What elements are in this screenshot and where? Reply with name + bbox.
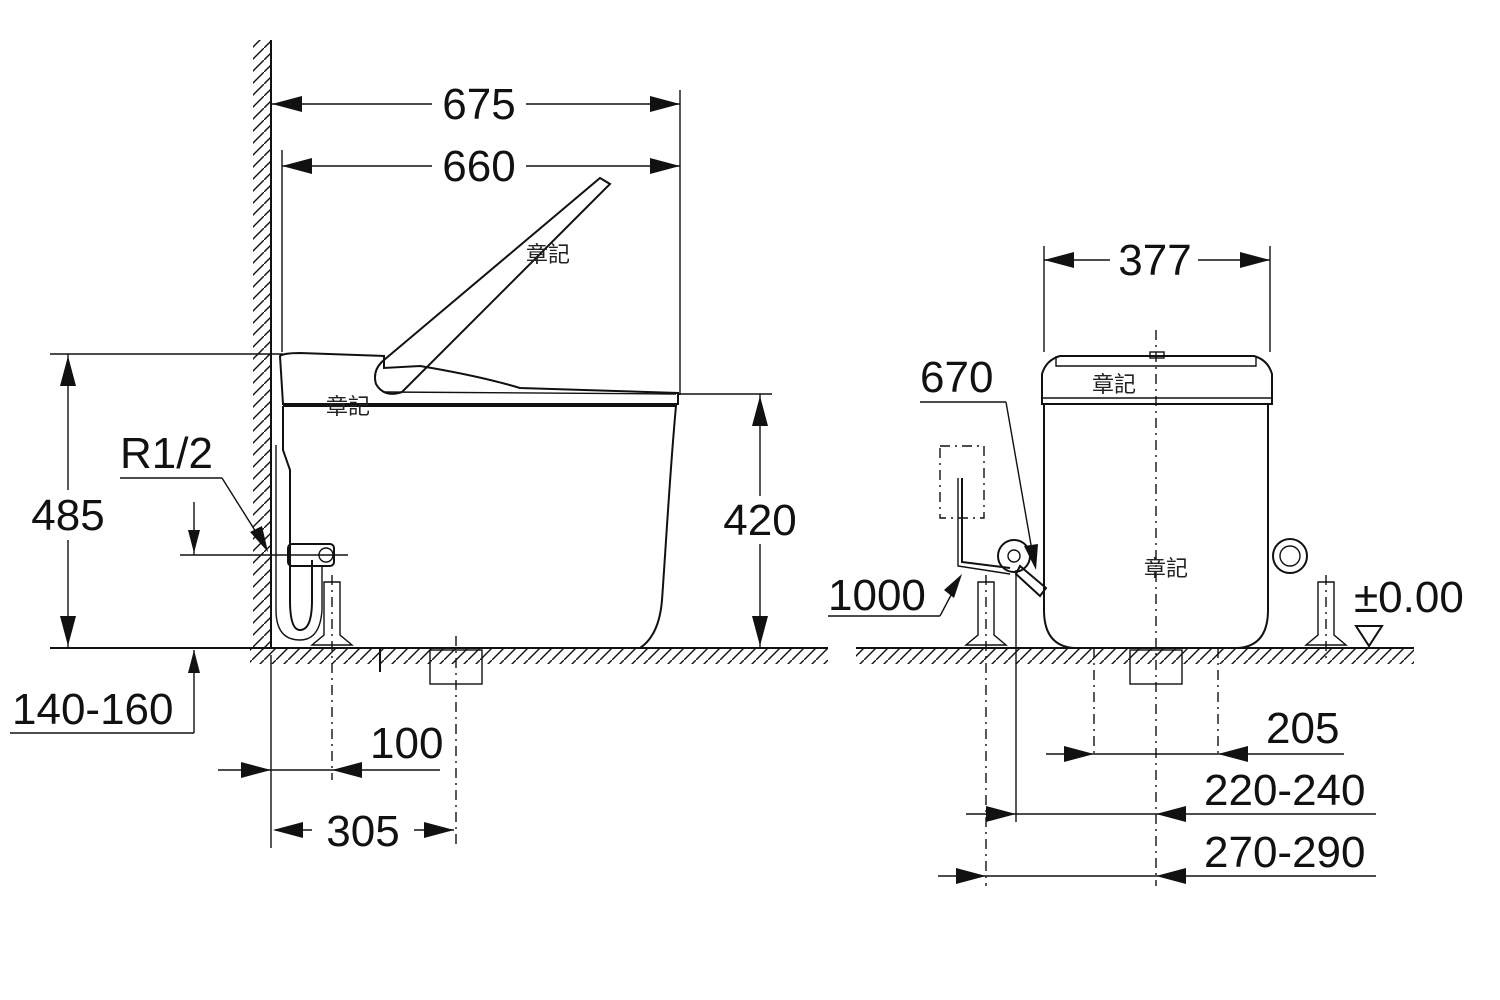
right-fitting [1272, 538, 1308, 574]
watermark-body: 章記 [1144, 557, 1188, 582]
dim-220-240: 220-240 [1204, 766, 1365, 815]
wall-hatch [253, 40, 271, 650]
dim-377: 377 [1118, 236, 1191, 285]
seat-side [278, 351, 679, 405]
dim-floor-level: ±0.00 [1354, 573, 1464, 622]
dim-r12: R1/2 [120, 429, 213, 478]
dim-305: 305 [326, 807, 399, 856]
lid-rim-front [1055, 356, 1257, 367]
watermark-lid: 章記 [526, 243, 570, 268]
watermark-seat: 章記 [326, 395, 370, 420]
seat-line [383, 391, 677, 395]
dim-675: 675 [442, 80, 515, 129]
power-cable [961, 478, 1011, 569]
power-cable-inner [957, 478, 1011, 575]
floor-hatch-front [856, 648, 1414, 664]
anchor-bolt-side [310, 581, 354, 646]
anchor-bolt-right [1304, 581, 1348, 646]
lid-hinge-mark [1149, 351, 1165, 359]
rear-pipe [282, 406, 313, 632]
side-view: 675 660 485 420 R1/2 140-160 [10, 40, 828, 856]
dim-140-160: 140-160 [12, 685, 173, 734]
watermark-top: 章記 [1092, 373, 1136, 398]
dim-270-290: 270-290 [1204, 828, 1365, 877]
dim-485: 485 [31, 491, 104, 540]
supply-hose [1014, 564, 1048, 598]
supply-valve-front [997, 539, 1031, 573]
dim-1000: 1000 [828, 571, 926, 620]
dim-660: 660 [442, 142, 515, 191]
dim-205: 205 [1266, 704, 1339, 753]
drain-front [1129, 649, 1183, 685]
seat-top-front [1041, 355, 1273, 405]
front-view: 377 670 1000 ±0.00 205 220-240 270-290 章… [828, 236, 1464, 886]
floor-hatch-side [250, 648, 828, 664]
dim-420: 420 [723, 496, 796, 545]
rear-pipe-inner [275, 445, 323, 641]
lid-open [374, 176, 612, 395]
toilet-body-side [283, 405, 678, 649]
dim-100: 100 [370, 719, 443, 768]
anchor-bolt-left [964, 581, 1008, 646]
right-fitting-core [1279, 545, 1301, 567]
supply-valve-core [1007, 549, 1021, 563]
dim-670: 670 [920, 353, 993, 402]
